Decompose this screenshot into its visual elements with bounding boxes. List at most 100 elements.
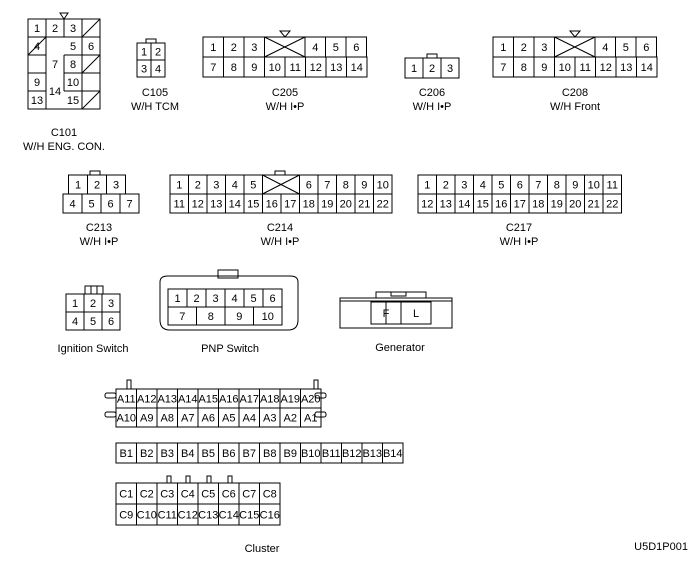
pin: 13 bbox=[620, 62, 632, 74]
pin: 5 bbox=[333, 42, 339, 54]
pin: 15 bbox=[247, 199, 259, 211]
pin: A18 bbox=[260, 394, 280, 406]
pin: 17 bbox=[514, 199, 526, 211]
pin: A9 bbox=[140, 413, 153, 425]
pin: 10 bbox=[269, 62, 281, 74]
pin: 3 bbox=[447, 63, 453, 75]
pin: A19 bbox=[280, 394, 300, 406]
pin: 5 bbox=[250, 180, 256, 192]
pin: 13 bbox=[440, 199, 452, 211]
pin: 1 bbox=[34, 23, 40, 35]
connector-description: Ignition Switch bbox=[58, 343, 129, 355]
pin: 7 bbox=[324, 180, 330, 192]
pin: A10 bbox=[116, 413, 136, 425]
pin: 8 bbox=[343, 180, 349, 192]
pin: 19 bbox=[321, 199, 333, 211]
pin: 2 bbox=[52, 23, 58, 35]
pin: C5 bbox=[201, 489, 215, 501]
latch bbox=[185, 475, 191, 484]
pin: A2 bbox=[284, 413, 297, 425]
pin: 1 bbox=[411, 63, 417, 75]
pin: 4 bbox=[480, 180, 486, 192]
pin: C3 bbox=[160, 489, 174, 501]
pin: 1 bbox=[210, 42, 216, 54]
pin-cell bbox=[382, 442, 404, 464]
pin: 18 bbox=[532, 199, 544, 211]
pin: 6 bbox=[306, 180, 312, 192]
connector-code: C214 bbox=[267, 222, 293, 234]
pin: 4 bbox=[602, 42, 608, 54]
pin: 13 bbox=[330, 62, 342, 74]
pin: B2 bbox=[140, 448, 153, 460]
pin: A16 bbox=[219, 394, 239, 406]
pin: 2 bbox=[429, 63, 435, 75]
pin: B13 bbox=[362, 448, 382, 460]
pin-cell bbox=[150, 59, 166, 78]
pin: 20 bbox=[569, 199, 581, 211]
pin: 22 bbox=[606, 199, 618, 211]
connector-c101: 1 2 3 4 5 6 7 8 9 10 13 14 15 bbox=[27, 12, 101, 110]
latch bbox=[314, 411, 327, 418]
pin: 10 bbox=[377, 180, 389, 192]
pin: 20 bbox=[340, 199, 352, 211]
pin: C11 bbox=[158, 510, 177, 522]
pin: 14 bbox=[229, 199, 241, 211]
pin: 21 bbox=[588, 199, 600, 211]
pin: 14 bbox=[351, 62, 363, 74]
pin: 3 bbox=[541, 42, 547, 54]
pin: 2 bbox=[443, 180, 449, 192]
connector-code: C217 bbox=[506, 222, 532, 234]
pin: 4 bbox=[231, 293, 237, 305]
pin: C7 bbox=[242, 489, 256, 501]
pin: A8 bbox=[161, 413, 174, 425]
pin: 2 bbox=[193, 293, 199, 305]
connector-code: C213 bbox=[86, 222, 112, 234]
pin: 1 bbox=[174, 293, 180, 305]
pin: 10 bbox=[67, 77, 79, 89]
pin: 6 bbox=[643, 42, 649, 54]
connector-description: PNP Switch bbox=[201, 343, 259, 355]
pin: A5 bbox=[222, 413, 235, 425]
pin: 1 bbox=[75, 180, 81, 192]
pin: 10 bbox=[559, 62, 571, 74]
pin: 3 bbox=[113, 180, 119, 192]
pin: 7 bbox=[210, 62, 216, 74]
pin: 13 bbox=[31, 95, 43, 107]
pin: 11 bbox=[607, 180, 618, 192]
pin: 12 bbox=[310, 62, 322, 74]
pin: A13 bbox=[157, 394, 177, 406]
pin: C8 bbox=[263, 489, 277, 501]
pin: 7 bbox=[179, 311, 185, 323]
pin: F bbox=[383, 308, 390, 320]
pin: 6 bbox=[269, 293, 275, 305]
pin: C9 bbox=[119, 510, 133, 522]
pin: 3 bbox=[141, 64, 147, 76]
pin: 6 bbox=[353, 42, 359, 54]
pin: 1 bbox=[500, 42, 506, 54]
connector-code: C206 bbox=[419, 87, 445, 99]
pin: A20 bbox=[301, 394, 321, 406]
pin: B11 bbox=[322, 448, 341, 460]
pin: 7 bbox=[126, 199, 132, 211]
pin: 2 bbox=[155, 47, 161, 59]
pin: 14 bbox=[458, 199, 470, 211]
pin: 5 bbox=[88, 199, 94, 211]
pin: 4 bbox=[155, 64, 161, 76]
connector-description: W/H I•P bbox=[413, 101, 452, 113]
pin-cell bbox=[636, 56, 658, 78]
pin: B9 bbox=[284, 448, 297, 460]
pin: C13 bbox=[198, 510, 218, 522]
latch bbox=[227, 475, 233, 484]
pin: 5 bbox=[250, 293, 256, 305]
pin: B3 bbox=[161, 448, 174, 460]
pin: 10 bbox=[262, 311, 274, 323]
connector-description: Cluster bbox=[245, 543, 280, 555]
pin: C10 bbox=[137, 510, 157, 522]
connector-description: Generator bbox=[375, 342, 425, 354]
